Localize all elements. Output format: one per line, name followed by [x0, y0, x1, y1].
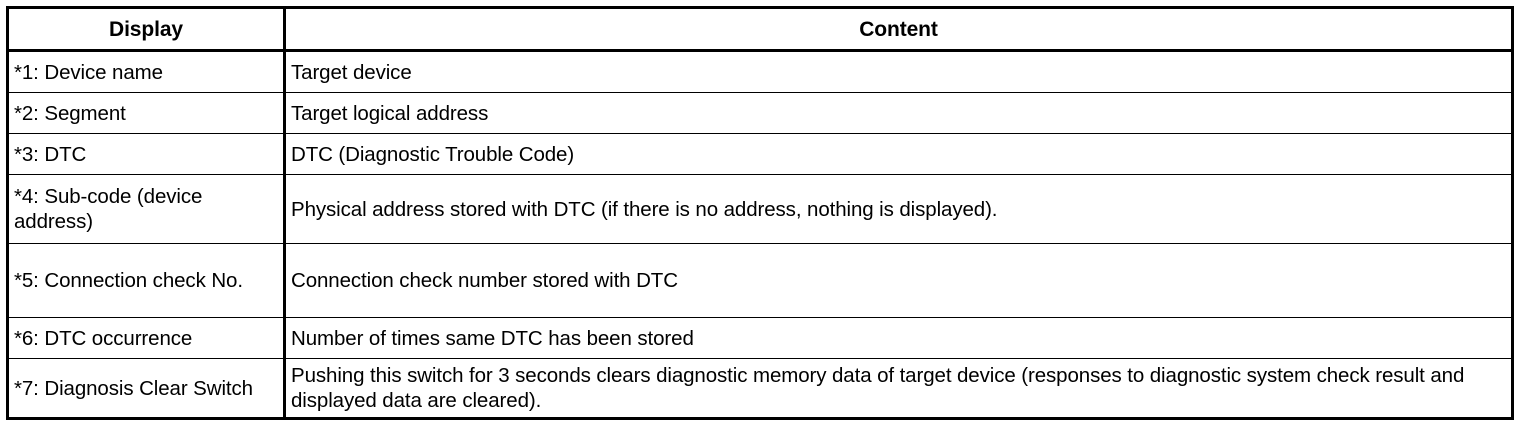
- column-header-content-label: Content: [859, 17, 938, 41]
- cell-display: *6: DTC occurrence: [7, 317, 286, 359]
- cell-display: *2: Segment: [7, 92, 286, 134]
- cell-content: DTC (Diagnostic Trouble Code): [284, 133, 1513, 175]
- column-header-display-label: Display: [109, 17, 183, 41]
- display-content-table: Display Content *1: Device name Target d…: [6, 6, 1514, 420]
- cell-content: Target logical address: [284, 92, 1513, 134]
- cell-display-text: *6: DTC occurrence: [14, 326, 193, 350]
- cell-display-text: *2: Segment: [14, 101, 126, 125]
- cell-display: *5: Connection check No.: [7, 243, 286, 318]
- cell-content-text: Target logical address: [291, 101, 489, 125]
- table-body: *1: Device name Target device *2: Segmen…: [7, 50, 1513, 419]
- table-row: *4: Sub-code (device address) Physical a…: [7, 174, 1513, 244]
- table-row: *2: Segment Target logical address: [7, 92, 1513, 134]
- cell-display-text: *3: DTC: [14, 142, 87, 166]
- cell-content-text: DTC (Diagnostic Trouble Code): [291, 142, 575, 166]
- cell-content: Connection check number stored with DTC: [284, 243, 1513, 318]
- cell-display: *4: Sub-code (device address): [7, 174, 286, 244]
- cell-content-text: Number of times same DTC has been stored: [291, 326, 694, 350]
- cell-display: *3: DTC: [7, 133, 286, 175]
- cell-display-text: *1: Device name: [14, 60, 163, 84]
- column-header-display: Display: [7, 7, 286, 52]
- cell-content-text: Pushing this switch for 3 seconds clears…: [291, 364, 1465, 412]
- table-row: *5: Connection check No. Connection chec…: [7, 243, 1513, 318]
- cell-display-text: *7: Diagnosis Clear Switch: [14, 376, 253, 400]
- cell-content: Number of times same DTC has been stored: [284, 317, 1513, 359]
- cell-content: Physical address stored with DTC (if the…: [284, 174, 1513, 244]
- table-row: *1: Device name Target device: [7, 50, 1513, 93]
- cell-content-text: Connection check number stored with DTC: [291, 269, 678, 292]
- table-header: Display Content: [7, 7, 1513, 52]
- cell-display-text: *4: Sub-code (device address): [14, 185, 203, 233]
- cell-display: *7: Diagnosis Clear Switch: [7, 358, 286, 419]
- column-header-content: Content: [284, 7, 1513, 52]
- cell-content: Pushing this switch for 3 seconds clears…: [284, 358, 1513, 419]
- cell-content-text: Physical address stored with DTC (if the…: [291, 197, 998, 221]
- cell-content-text: Target device: [291, 60, 412, 84]
- cell-display-text: *5: Connection check No.: [14, 269, 243, 292]
- table-row: *6: DTC occurrence Number of times same …: [7, 317, 1513, 359]
- cell-display: *1: Device name: [7, 50, 286, 93]
- table-header-row: Display Content: [7, 7, 1513, 52]
- table-row: *7: Diagnosis Clear Switch Pushing this …: [7, 358, 1513, 419]
- cell-content: Target device: [284, 50, 1513, 93]
- table-row: *3: DTC DTC (Diagnostic Trouble Code): [7, 133, 1513, 175]
